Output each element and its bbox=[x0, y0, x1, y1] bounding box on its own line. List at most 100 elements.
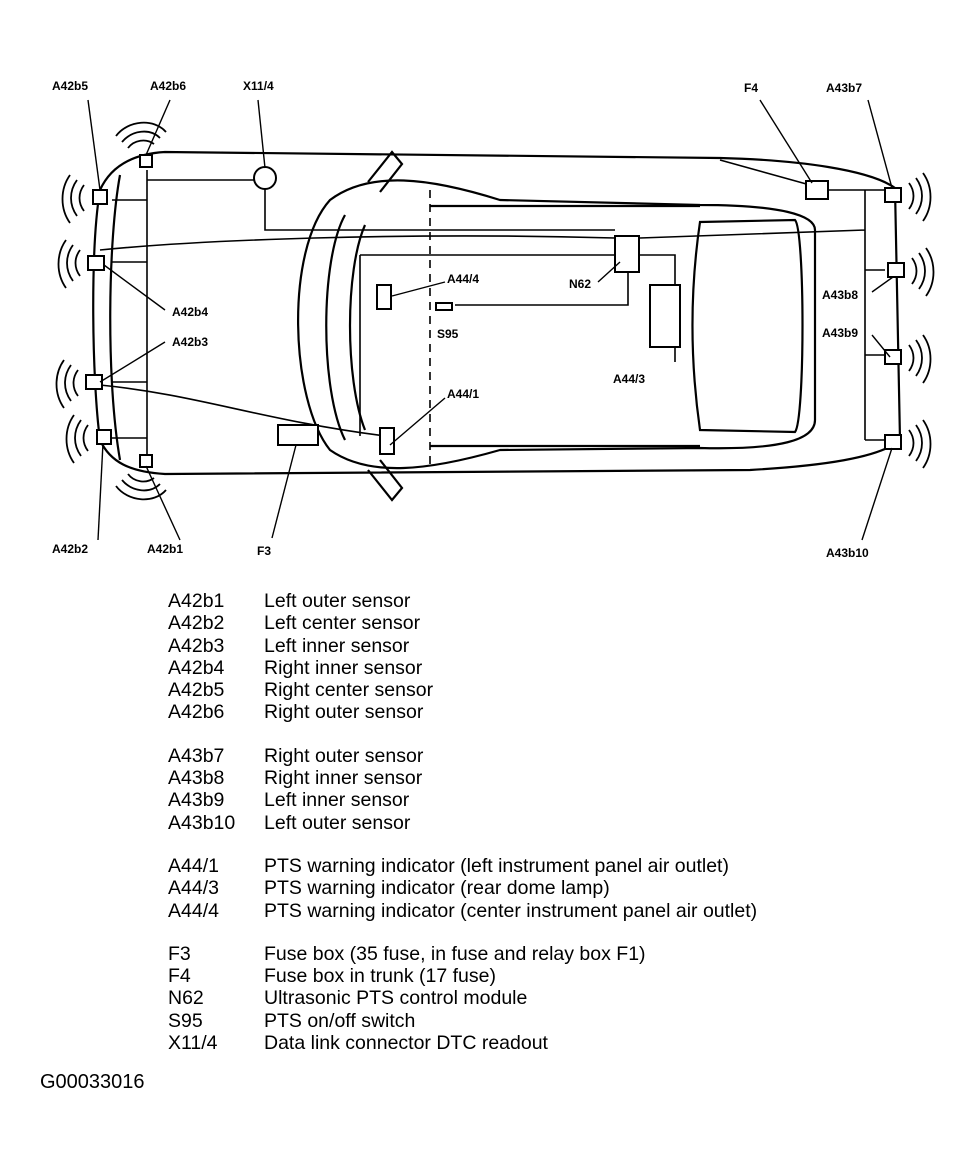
callout-a43b9: A43b9 bbox=[822, 326, 858, 340]
leader-a42b4 bbox=[103, 264, 166, 311]
callout-a44-3: A44/3 bbox=[613, 372, 645, 386]
wave-a42b5 bbox=[61, 174, 85, 224]
wave-a43b9 bbox=[908, 334, 932, 384]
sensor-a42b3 bbox=[85, 374, 103, 390]
figure-id: G00033016 bbox=[40, 1071, 145, 1093]
legend-code: N62 bbox=[168, 987, 204, 1010]
legend-code: A44/1 bbox=[168, 854, 219, 877]
x11-4-connector bbox=[253, 166, 277, 190]
legend-row: F3 Fuse box (35 fuse, in fuse and relay b… bbox=[168, 943, 757, 965]
sensor-a42b5 bbox=[92, 189, 108, 205]
legend-desc: Fuse box in trunk (17 fuse) bbox=[264, 965, 496, 988]
legend-row: A44/3 PTS warning indicator (rear dome la… bbox=[168, 877, 757, 899]
front-bumper-inner-line bbox=[109, 174, 122, 461]
right-mirror bbox=[367, 150, 404, 193]
legend-group-other: F3 Fuse box (35 fuse, in fuse and relay b… bbox=[168, 943, 757, 1054]
leader-a42b2 bbox=[97, 442, 104, 541]
leader-a44-4 bbox=[391, 281, 446, 297]
legend-code: A44/3 bbox=[168, 877, 219, 900]
legend-code: A44/4 bbox=[168, 899, 219, 922]
s95-switch bbox=[435, 302, 453, 311]
sensor-a43b8 bbox=[887, 262, 905, 278]
callout-a42b5: A42b5 bbox=[52, 79, 88, 93]
wave-a43b7 bbox=[908, 172, 932, 222]
leader-a42b6 bbox=[145, 99, 171, 156]
wave-a42b4 bbox=[57, 239, 81, 289]
callout-a43b7: A43b7 bbox=[826, 81, 862, 95]
leader-a44-1 bbox=[389, 397, 446, 446]
f4-fuse-box bbox=[805, 180, 829, 200]
callout-a44-4: A44/4 bbox=[447, 272, 479, 286]
legend-desc: Fuse box (35 fuse, in fuse and relay box… bbox=[264, 942, 646, 965]
legend-code: X11/4 bbox=[168, 1032, 218, 1055]
legend-desc: Left center sensor bbox=[264, 612, 421, 635]
legend-row: A43b9 Left inner sensor bbox=[168, 789, 757, 811]
rear-harness bbox=[639, 189, 890, 441]
module-loop bbox=[359, 254, 676, 436]
sensor-a42b2 bbox=[96, 429, 112, 445]
windshield bbox=[325, 214, 346, 441]
callout-a42b1: A42b1 bbox=[147, 542, 183, 556]
a44-3-indicator bbox=[649, 284, 681, 348]
legend-code: A42b6 bbox=[168, 701, 225, 724]
legend-group-indicators: A44/1 PTS warning indicator (left instrum… bbox=[168, 855, 757, 922]
sensor-a43b7 bbox=[884, 187, 902, 203]
legend-desc: Right outer sensor bbox=[264, 744, 424, 767]
vehicle-pts-diagram: A42b5 A42b6 X11/4 F4 A43b7 A42b4 A42b3 A… bbox=[52, 79, 935, 560]
leader-a43b9 bbox=[871, 334, 891, 358]
legend-desc: Right inner sensor bbox=[264, 767, 423, 790]
legend-desc: Left inner sensor bbox=[264, 789, 410, 812]
legend-code: A43b9 bbox=[168, 789, 225, 812]
legend-desc: Data link connector DTC readout bbox=[264, 1032, 548, 1055]
wave-a42b3 bbox=[55, 359, 79, 409]
legend-code: A42b3 bbox=[168, 634, 225, 657]
leader-x11-4 bbox=[257, 99, 266, 169]
legend-desc: PTS warning indicator (left instrument p… bbox=[264, 854, 729, 877]
callout-a42b3: A42b3 bbox=[172, 335, 208, 349]
legend-code: A42b1 bbox=[168, 590, 225, 612]
legend-desc: Left outer sensor bbox=[264, 590, 411, 612]
sensor-a42b6 bbox=[139, 154, 153, 168]
legend-desc: Right inner sensor bbox=[264, 656, 423, 679]
legend-desc: PTS on/off switch bbox=[264, 1009, 416, 1032]
leader-a43b10 bbox=[861, 447, 893, 541]
leader-a42b3 bbox=[99, 341, 166, 383]
sensor-a42b1 bbox=[139, 454, 153, 468]
wave-a43b8 bbox=[911, 247, 935, 297]
leader-a42b5 bbox=[87, 99, 101, 191]
legend-code: A43b8 bbox=[168, 767, 225, 790]
cabin-outline bbox=[297, 179, 817, 470]
wave-a43b10 bbox=[908, 419, 932, 469]
callout-s95: S95 bbox=[437, 327, 459, 341]
leader-f4 bbox=[759, 99, 813, 184]
legend-row: F4 Fuse box in trunk (17 fuse) bbox=[168, 965, 757, 987]
legend-group-rear-sensors: A43b7 Right outer sensor A43b8 Right inner… bbox=[168, 745, 757, 834]
legend-code: A42b5 bbox=[168, 679, 225, 702]
windshield-inner bbox=[348, 224, 367, 431]
callout-f3: F3 bbox=[257, 544, 271, 558]
legend-code: F4 bbox=[168, 965, 191, 988]
sensor-a43b10 bbox=[884, 434, 902, 450]
callout-a43b10: A43b10 bbox=[826, 546, 869, 560]
legend-row: S95 PTS on/off switch bbox=[168, 1010, 757, 1032]
a44-1-indicator bbox=[379, 427, 395, 455]
main-harness-bottom bbox=[99, 384, 386, 437]
legend-desc: Right outer sensor bbox=[264, 701, 424, 724]
legend-code: A42b4 bbox=[168, 656, 225, 679]
x11-line bbox=[264, 180, 615, 231]
legend-desc: Left outer sensor bbox=[264, 811, 411, 834]
callout-f4: F4 bbox=[744, 81, 758, 95]
sensor-a42b4 bbox=[87, 255, 105, 271]
legend-desc: PTS warning indicator (rear dome lamp) bbox=[264, 877, 610, 900]
callout-a42b4: A42b4 bbox=[172, 305, 208, 319]
legend-code: S95 bbox=[168, 1009, 203, 1032]
legend-code: F3 bbox=[168, 942, 191, 965]
legend-code: A43b7 bbox=[168, 744, 225, 767]
